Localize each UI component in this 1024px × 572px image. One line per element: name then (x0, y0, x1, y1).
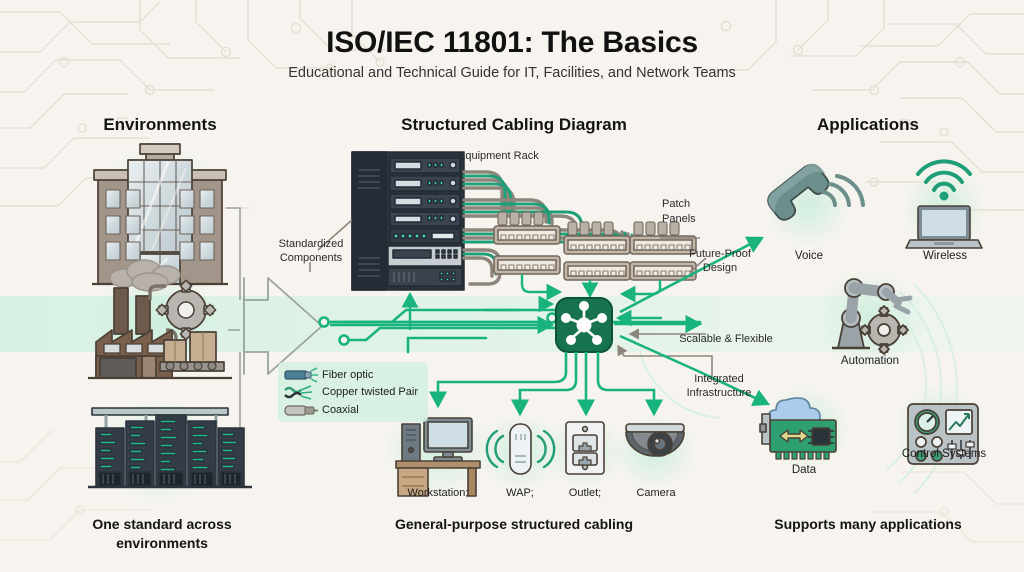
annotation-scalable-flexible: Scalable & Flexible (679, 333, 773, 345)
annotation-patch-panels-line2: Panels (662, 213, 696, 225)
annotation-integrated-line1: Integrated (694, 373, 744, 385)
cable-connectors (497, 211, 680, 236)
laptop-wifi-icon (905, 159, 983, 249)
application-label-voice: Voice (794, 250, 824, 262)
annotation-equipment-rack: Equipment Rack (458, 150, 539, 162)
column-header-applications: Applications (816, 115, 919, 134)
annotation-standardized-components-line2: Components (279, 252, 343, 264)
page-subtitle: Educational and Technical Guide for IT, … (288, 65, 736, 81)
annotation-future-proof-line1: Future-Proof (689, 248, 751, 260)
annotation-standardized-components-line1: Standardized (278, 238, 344, 250)
network-card-cloud-icon (759, 397, 837, 460)
telephone-handset-icon (767, 163, 865, 221)
legend-label-fiber-optic: Fiber optic (322, 369, 374, 381)
legend-label-coaxial: Coaxial (322, 404, 359, 416)
page-title: ISO/IEC 11801: The Basics (326, 26, 698, 59)
switch-to-applications (619, 236, 771, 407)
switch-annotation-leaders (309, 219, 713, 380)
column-header-structured-cabling: Structured Cabling Diagram (401, 115, 627, 134)
workstation-desk-icon (395, 417, 481, 497)
footer-caption-left: One standard across environments (92, 516, 232, 551)
application-label-wireless: Wireless (922, 250, 968, 262)
cable-legend-box (278, 362, 428, 422)
application-label-automation: Automation (840, 355, 900, 367)
annotation-patch-panels-line1: Patch (662, 198, 691, 210)
wall-outlet-icon (565, 421, 605, 475)
circuit-pattern-topleft (0, 0, 398, 209)
wireless-access-point-icon (485, 423, 556, 475)
device-label-outlet: Outlet; (568, 487, 602, 499)
application-label-data: Data (791, 464, 817, 476)
equipment-rack-icon (351, 151, 465, 291)
annotation-future-proof-line2: Design (702, 262, 738, 274)
circuit-pattern-bottom (0, 429, 1024, 543)
application-label-control-systems: Control Systems (901, 448, 987, 460)
footer-caption-center: General-purpose structured cabling (394, 516, 634, 532)
legend-label-twisted-pair: Copper twisted Pair (322, 386, 418, 398)
environments-to-diagram-arrow (243, 277, 323, 375)
annotation-integrated-line2: Infrastructure (686, 387, 752, 399)
device-label-wap: WAP; (506, 487, 534, 499)
switch-to-devices (428, 352, 664, 417)
control-panel-icon (907, 403, 979, 465)
data-center-racks-icon (88, 407, 252, 489)
circuit-pattern-topright (700, 0, 1024, 211)
switch-inbound-arrows (538, 295, 662, 327)
factory-icon (88, 259, 232, 380)
device-label-workstation: Workstation; (407, 487, 469, 499)
dome-camera-icon (625, 423, 685, 457)
column-header-environments: Environments (103, 115, 217, 134)
device-label-camera: Camera (636, 487, 676, 499)
robot-arm-gear-icon (832, 278, 913, 355)
footer-caption-right: Supports many applications (774, 516, 962, 532)
network-switch-hub-icon (555, 297, 613, 353)
